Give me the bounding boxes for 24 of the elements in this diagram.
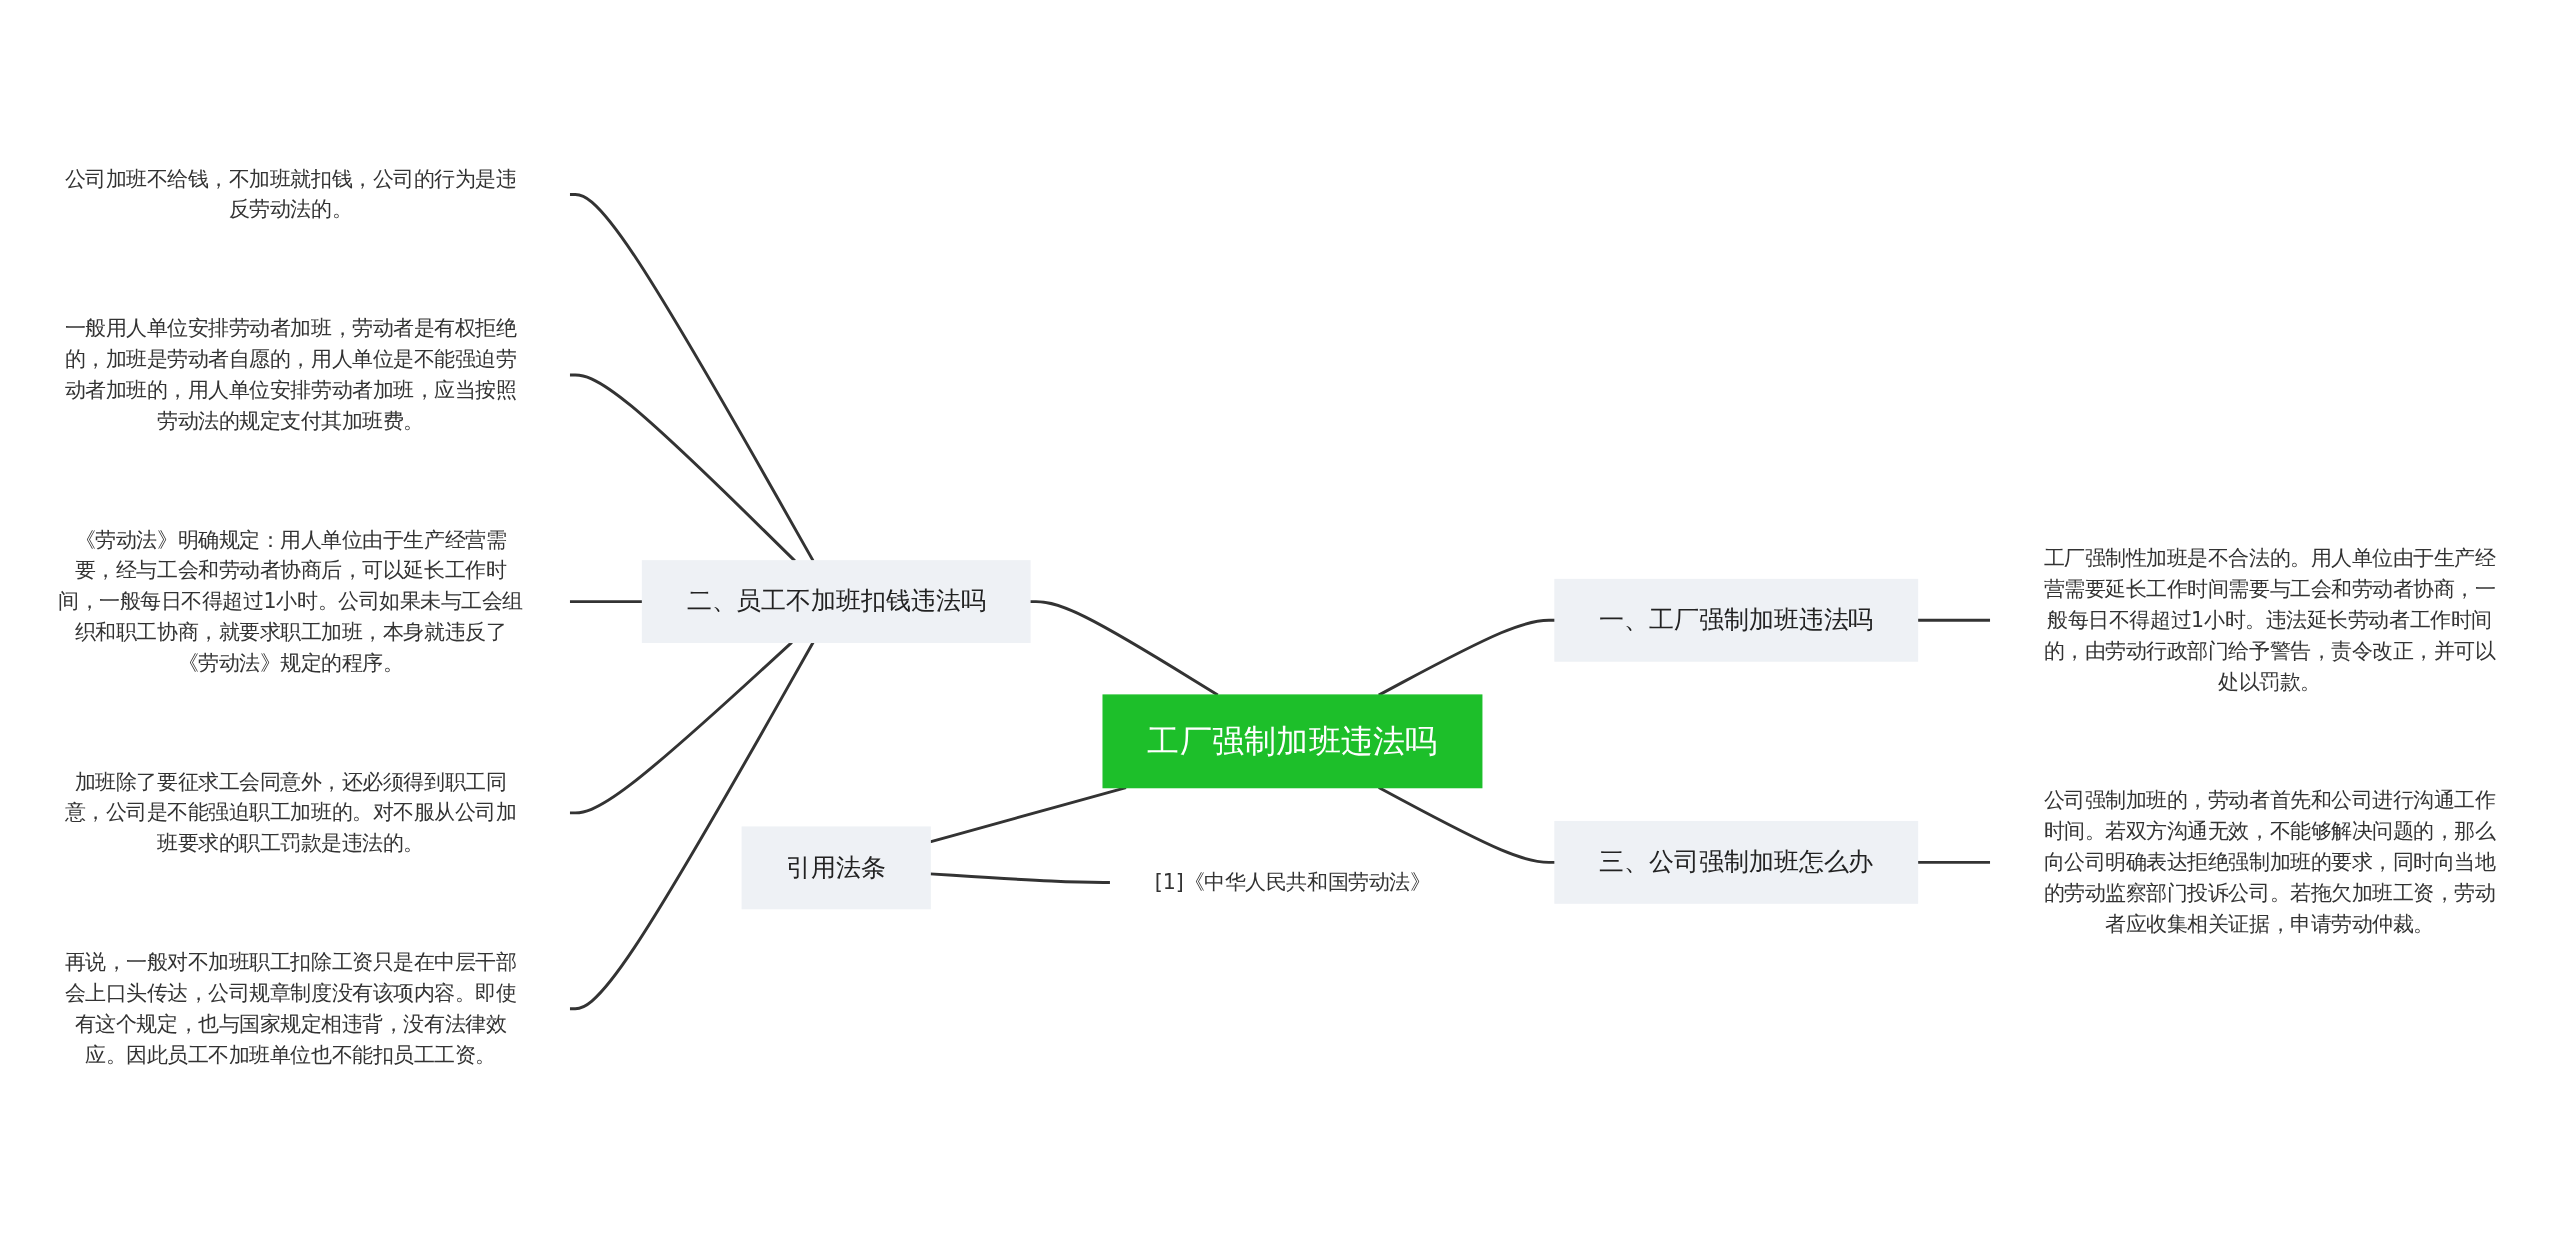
node-text: [1]《中华人民共和国劳动法》 (1154, 870, 1431, 894)
node-text: 公司强制加班的，劳动者首先和公司进行沟通工作时间。若双方沟通无效，不能够解决问题的，那么向公司明确表达拒绝强制加班的要求，同时向当地的劳动监察部门投诉公司。若拖欠加班工资，劳动者应收集相关证据，申请劳动仲裁。 (2043, 788, 2496, 935)
node-box: 二、员工不加班扣钱违法吗 (641, 560, 1031, 644)
node-box: 三、公司强制加班怎么办 (1554, 820, 1919, 904)
connector (569, 641, 793, 815)
node-text: 一般用人单位安排劳动者加班，劳动者是有权拒绝的，加班是劳动者自愿的，用人单位是不能强迫劳动者加班的，用人单位安排劳动者加班，应当按照劳动法的规定支付其加班费。 (64, 316, 517, 433)
node-text: 工厂强制性加班是不合法的。用人单位由于生产经营需要延长工作时间需要与工会和劳动者协商，一般每日不得超过1小时。违法延长劳动者工作时间的，由劳动行政部门给予警告，责令改正，并可以处以罚款。 (2043, 546, 2496, 693)
node-box: 工厂强制加班违法吗 (1102, 694, 1483, 789)
node-text: 加班除了要征求工会同意外，还必须得到职工同意，公司是不能强迫职工加班的。对不服从公司加班要求的职工罚款是违法的。 (64, 769, 517, 855)
connector (569, 641, 815, 1011)
connector (1917, 860, 1991, 864)
node-box: 一、工厂强制加班违法吗 (1554, 578, 1919, 662)
node-box: 引用法条 (741, 826, 931, 910)
connector (569, 373, 796, 562)
connector (569, 600, 643, 604)
connector (1378, 618, 1556, 697)
node-text: 再说，一般对不加班职工扣除工资只是在中层干部会上口头传达，公司规章制度没有该项内容。即使有这个规定，也与国家规定相违背，没有法律效应。因此员工不加班单位也不能扣员工工资。 (64, 950, 517, 1066)
connector (1378, 786, 1556, 864)
node-text: 公司加班不给钱，不加班就扣钱，公司的行为是违反劳动法的。 (64, 166, 517, 221)
connector (1917, 618, 1991, 622)
connector (1029, 600, 1219, 697)
connector (569, 193, 815, 562)
node-text: 《劳动法》明确规定：用人单位由于生产经营需要，经与工会和劳动者协商后，可以延长工作时间，一般每日不得超过1小时。公司如果未与工会组织和职工协商，就要求职工加班，本身就违反了《劳动法》规定的程序。 (57, 527, 523, 675)
connector (930, 872, 1111, 884)
